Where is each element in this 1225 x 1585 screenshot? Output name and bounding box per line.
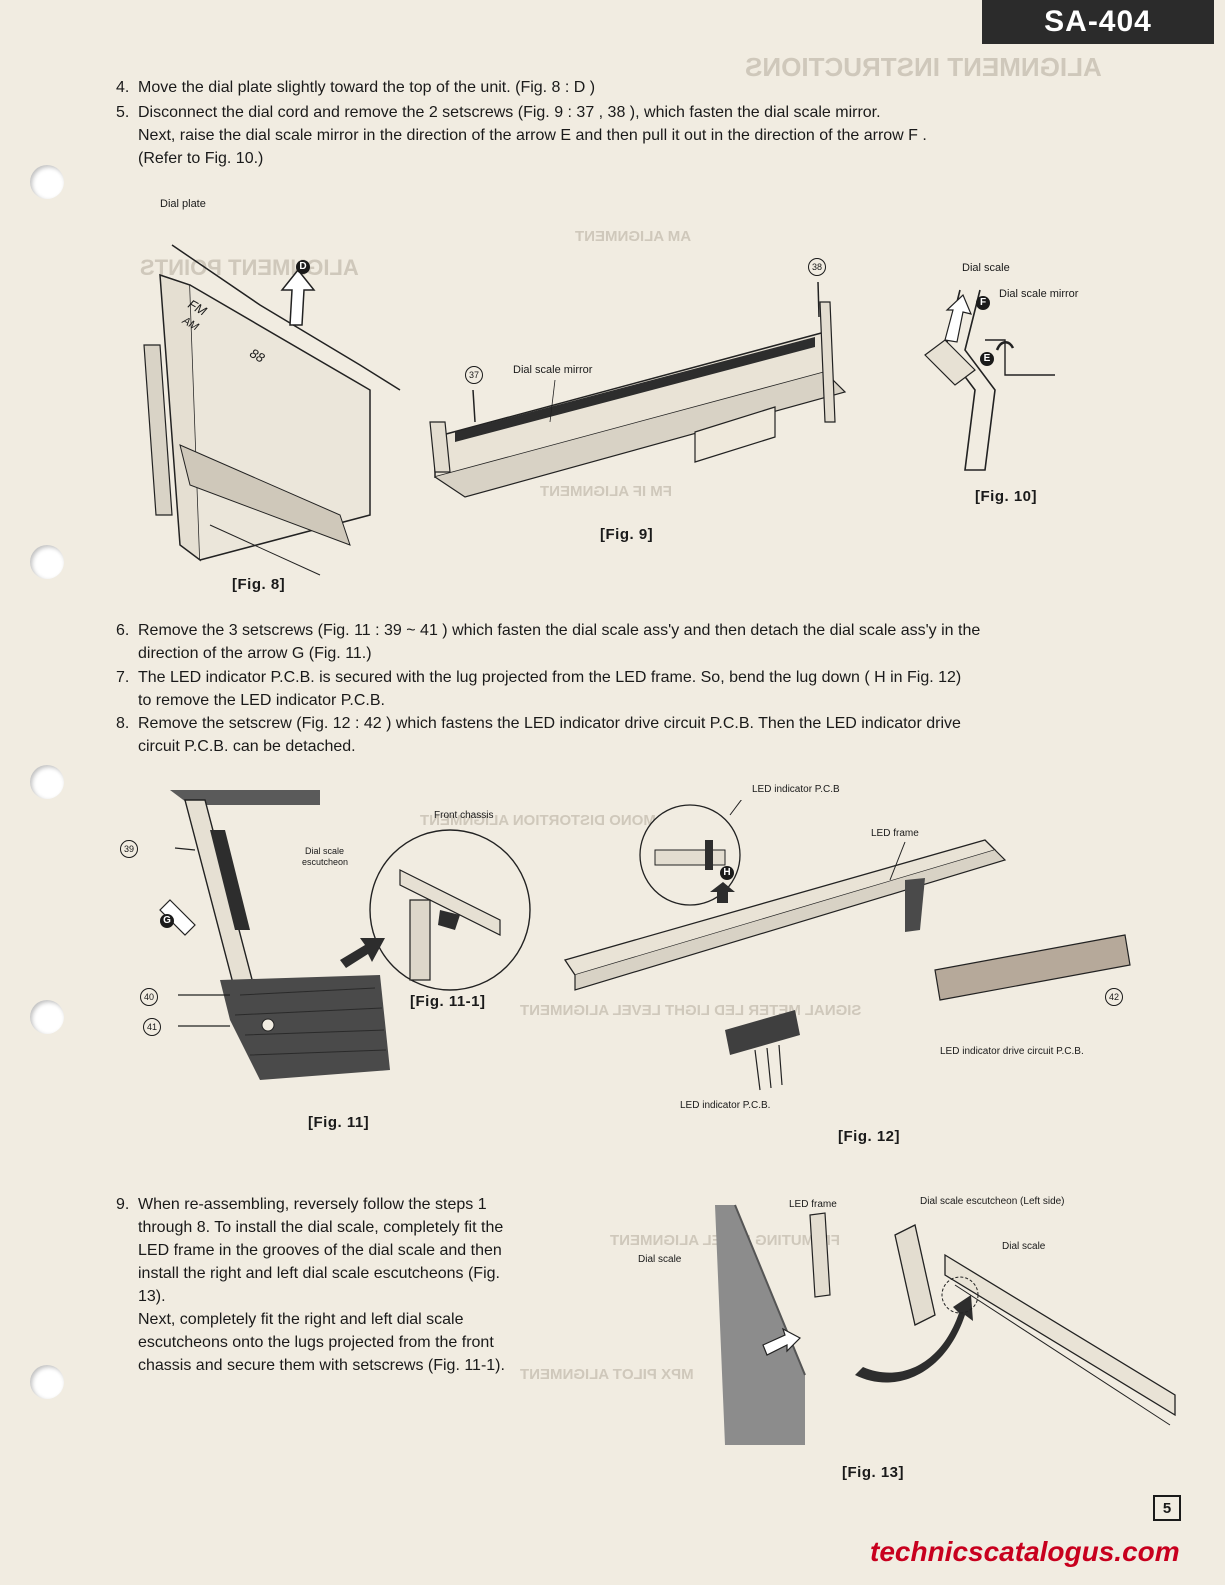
step-5: 5. Disconnect the dial cord and remove t… <box>116 101 1176 171</box>
step-text: Next, raise the dial scale mirror in the… <box>138 127 927 144</box>
fig13-caption: [Fig. 13] <box>842 1464 905 1481</box>
step-text: 13). <box>138 1288 166 1305</box>
punch-hole <box>30 765 64 799</box>
step-text: Disconnect the dial cord and remove the … <box>138 104 881 121</box>
fig11-screw-40: 40 <box>140 988 158 1006</box>
fig9-screw-37: 37 <box>465 366 483 384</box>
fig9-caption: [Fig. 9] <box>600 526 654 543</box>
fig12-label-led-indicator-pcb-top: LED indicator P.C.B <box>752 784 840 795</box>
punch-hole <box>30 1365 64 1399</box>
fig12-label-led-frame: LED frame <box>871 828 919 839</box>
step-text: (Refer to Fig. 10.) <box>138 150 264 167</box>
fig12-screw-42: 42 <box>1105 988 1123 1006</box>
fig11-screw-41: 41 <box>143 1018 161 1036</box>
step-6: 6. Remove the 3 setscrews (Fig. 11 : 39 … <box>116 619 1196 665</box>
fig11-dial-scale-assy-illustration <box>159 790 390 1080</box>
step-text: escutcheons onto the lugs projected from… <box>138 1334 494 1351</box>
punch-hole <box>30 545 64 579</box>
fig8-label-dial-plate: Dial plate <box>160 198 206 210</box>
fig9-screw-38: 38 <box>808 258 826 276</box>
fig11-caption: [Fig. 11] <box>308 1114 370 1131</box>
step-text: through 8. To install the dial scale, co… <box>138 1219 504 1236</box>
step-8: 8. Remove the setscrew (Fig. 12 : 42 ) w… <box>116 712 1196 758</box>
fig9-label-dial-scale-mirror: Dial scale mirror <box>513 364 593 376</box>
fig12-label-led-indicator-pcb-bottom: LED indicator P.C.B. <box>680 1100 771 1111</box>
fig12-label-led-indicator-drive: LED indicator drive circuit P.C.B. <box>940 1046 1084 1057</box>
step-text: Remove the setscrew (Fig. 12 : 42 ) whic… <box>138 715 961 732</box>
step-number: 9. <box>116 1196 130 1213</box>
fig9-mirror-illustration <box>429 281 847 498</box>
punch-hole <box>30 1000 64 1034</box>
step-text: circuit P.C.B. can be detached. <box>138 738 356 755</box>
step-text: When re-assembling, reversely follow the… <box>138 1196 487 1213</box>
fig10-label-dial-scale-mirror: Dial scale mirror <box>999 288 1079 300</box>
fig13-label-escutcheon-left: Dial scale escutcheon (Left side) <box>920 1196 1065 1207</box>
fig11-1-caption: [Fig. 11-1] <box>410 993 486 1010</box>
fig11-1-escutcheon-detail-illustration <box>340 829 531 991</box>
fig13-label-dial-scale-right: Dial scale <box>1002 1241 1046 1252</box>
step-text: The LED indicator P.C.B. is secured with… <box>138 669 962 686</box>
fig10-marker-f: F <box>976 296 990 310</box>
fig12-marker-h: H <box>720 866 734 880</box>
fig13-label-led-frame: LED frame <box>789 1199 837 1210</box>
step-text: chassis and secure them with setscrews (… <box>138 1357 505 1374</box>
step-text: Next, completely fit the right and left … <box>138 1311 464 1328</box>
step-text: LED frame in the grooves of the dial sca… <box>138 1242 502 1259</box>
step-number: 4. <box>116 79 130 96</box>
fig11-1-label-front-chassis: Front chassis <box>434 810 494 821</box>
step-7: 7. The LED indicator P.C.B. is secured w… <box>116 666 1196 712</box>
bleed-through-title: ALIGNMENT INSTRUCTIONS <box>745 52 1102 82</box>
fig8-caption: [Fig. 8] <box>232 576 286 593</box>
fig11-marker-g: G <box>160 914 174 928</box>
fig10-marker-e: E <box>980 352 994 366</box>
step-text: Move the dial plate slightly toward the … <box>138 79 596 96</box>
step-text: install the right and left dial scale es… <box>138 1265 500 1282</box>
punch-hole <box>30 165 64 199</box>
bleed-through-heading: AM ALIGNMENT <box>575 228 692 245</box>
step-text: direction of the arrow G (Fig. 11.) <box>138 645 372 662</box>
fig10-label-dial-scale: Dial scale <box>962 262 1010 274</box>
fig12-caption: [Fig. 12] <box>838 1128 901 1145</box>
fig11-screw-39: 39 <box>120 840 138 858</box>
step-number: 7. <box>116 669 130 686</box>
page-number: 5 <box>1153 1495 1181 1521</box>
step-number: 5. <box>116 104 130 121</box>
step-text: Remove the 3 setscrews (Fig. 11 : 39 ~ 4… <box>138 622 981 639</box>
fig13-reassembly-illustration <box>715 1204 1176 1445</box>
fig8-dial-plate-illustration <box>143 244 401 576</box>
fig11-1-label-dial-scale: Dial scale <box>305 846 345 856</box>
fig13-label-dial-scale-left: Dial scale <box>638 1254 682 1265</box>
step-9: 9. When re-assembling, reversely follow … <box>116 1193 576 1383</box>
fig10-caption: [Fig. 10] <box>975 488 1038 505</box>
model-badge: SA-404 <box>982 0 1214 44</box>
fig12-led-frame-illustration <box>563 800 1131 1091</box>
step-number: 6. <box>116 622 130 639</box>
step-text: to remove the LED indicator P.C.B. <box>138 692 385 709</box>
watermark-link[interactable]: technicscatalogus.com <box>870 1536 1180 1567</box>
fig11-1-label-escutcheon: escutcheon <box>302 857 349 867</box>
fig8-marker-d: D <box>296 260 310 274</box>
fig10-mirror-removal-illustration <box>924 289 1055 471</box>
step-number: 8. <box>116 715 130 732</box>
